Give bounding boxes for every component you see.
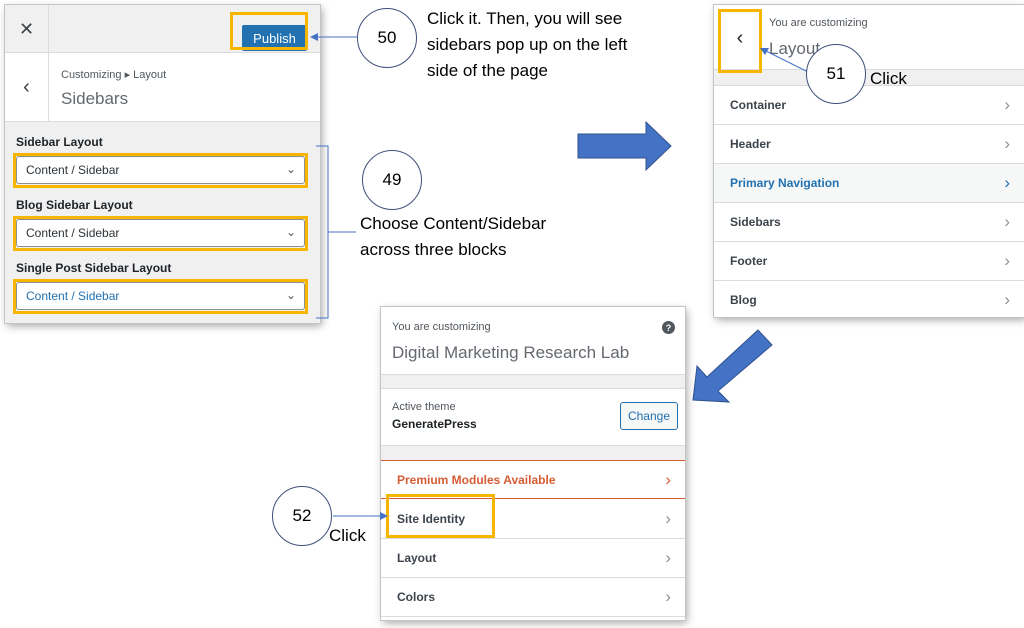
customizer-header: You are customizing Digital Marketing Re… — [381, 307, 685, 374]
chevron-down-icon: ⌄ — [285, 162, 296, 176]
item-label: Blog — [730, 293, 757, 307]
step-51-circle: 51 — [806, 44, 866, 104]
menu-item-site-identity[interactable]: Site Identity › — [381, 500, 685, 539]
section-header: ‹ Customizing ▸ Layout Sidebars — [5, 53, 320, 122]
single-post-sidebar-layout-value: Content / Sidebar — [26, 289, 120, 303]
item-label: Layout — [397, 551, 437, 565]
chevron-right-icon: › — [1004, 212, 1010, 231]
site-identity-highlight — [386, 494, 495, 538]
publish-button[interactable]: Publish — [242, 25, 307, 51]
chevron-right-icon: › — [1004, 290, 1010, 309]
close-icon[interactable]: ✕ — [5, 5, 49, 53]
layout-item-primary-navigation[interactable]: Primary Navigation › — [714, 164, 1024, 203]
divider — [714, 70, 1024, 86]
step-50-text-1: Click it. Then, you will see — [427, 9, 623, 28]
back-arrow-icon[interactable]: ‹ — [5, 53, 49, 122]
sidebar-layout-highlight — [13, 153, 308, 188]
single-post-sidebar-layout-highlight — [13, 279, 308, 314]
flow-arrow-right — [577, 120, 672, 172]
step-49-circle: 49 — [362, 150, 422, 210]
step-52-circle: 52 — [272, 486, 332, 546]
blog-sidebar-layout-value: Content / Sidebar — [26, 226, 120, 240]
menu-item-premium-modules[interactable]: Premium Modules Available › — [381, 460, 685, 499]
item-label: Header — [730, 137, 771, 151]
step-50-text-3: side of the page — [427, 61, 548, 80]
divider — [381, 445, 685, 460]
menu-item-layout[interactable]: Layout › — [381, 539, 685, 578]
active-theme-label: Active theme — [392, 401, 456, 413]
breadcrumb: Customizing ▸ Layout — [61, 69, 167, 81]
publish-highlight — [230, 12, 308, 50]
item-label: Colors — [397, 590, 436, 604]
sidebar-layout-label: Sidebar Layout — [16, 135, 103, 149]
theme-name: GeneratePress — [392, 417, 477, 431]
layout-item-header[interactable]: Header › — [714, 125, 1024, 164]
back-button-highlight — [718, 9, 762, 73]
chevron-right-icon: › — [1004, 134, 1010, 153]
help-icon[interactable]: ? — [662, 321, 675, 334]
single-post-sidebar-layout-label: Single Post Sidebar Layout — [16, 261, 172, 275]
blog-sidebar-layout-select[interactable]: Content / Sidebar ⌄ — [16, 219, 305, 247]
change-theme-button[interactable]: Change — [620, 402, 678, 430]
menu-item-colors[interactable]: Colors › — [381, 578, 685, 617]
chevron-right-icon: › — [1004, 173, 1010, 192]
chevron-right-icon: › — [665, 548, 671, 567]
blog-sidebar-layout-highlight — [13, 216, 308, 251]
step-50-circle: 50 — [357, 8, 417, 68]
layout-item-footer[interactable]: Footer › — [714, 242, 1024, 281]
single-post-sidebar-layout-select[interactable]: Content / Sidebar ⌄ — [16, 282, 305, 310]
active-theme-box: Active theme GeneratePress Change — [381, 389, 685, 445]
section-title: Sidebars — [61, 89, 129, 108]
breadcrumb: You are customizing — [769, 17, 868, 29]
step-49-text-1: Choose Content/Sidebar — [360, 214, 547, 233]
chevron-down-icon: ⌄ — [285, 288, 296, 302]
item-label: Sidebars — [730, 215, 781, 229]
step-51-text: Click — [870, 69, 907, 88]
divider — [381, 374, 685, 389]
chevron-right-icon: › — [665, 587, 671, 606]
chevron-right-icon: › — [1004, 95, 1010, 114]
item-label: Site Identity — [397, 512, 466, 526]
chevron-right-icon: › — [665, 470, 671, 489]
sidebar-layout-select[interactable]: Content / Sidebar ⌄ — [16, 156, 305, 184]
item-label: Container — [730, 98, 787, 112]
back-arrow-icon[interactable]: ‹ — [736, 26, 744, 49]
layout-item-blog[interactable]: Blog › — [714, 281, 1024, 317]
site-title: Digital Marketing Research Lab — [392, 343, 630, 362]
item-label: Footer — [730, 254, 768, 268]
layout-item-sidebars[interactable]: Sidebars › — [714, 203, 1024, 242]
breadcrumb: You are customizing — [392, 321, 491, 333]
customizer-root-panel: You are customizing Digital Marketing Re… — [381, 307, 685, 620]
step-52-text: Click — [329, 526, 366, 545]
step-49-text-2: across three blocks — [360, 240, 507, 259]
chevron-right-icon: › — [665, 509, 671, 528]
item-label: Premium Modules Available — [397, 472, 556, 487]
chevron-down-icon: ⌄ — [285, 225, 296, 239]
step-50-text-2: sidebars pop up on the left — [427, 35, 628, 54]
layout-item-container[interactable]: Container › — [714, 86, 1024, 125]
flow-arrow-diagonal — [692, 329, 773, 403]
chevron-right-icon: › — [1004, 251, 1010, 270]
sidebar-layout-value: Content / Sidebar — [26, 163, 120, 177]
blog-sidebar-layout-label: Blog Sidebar Layout — [16, 198, 133, 212]
item-label: Primary Navigation — [730, 176, 840, 190]
